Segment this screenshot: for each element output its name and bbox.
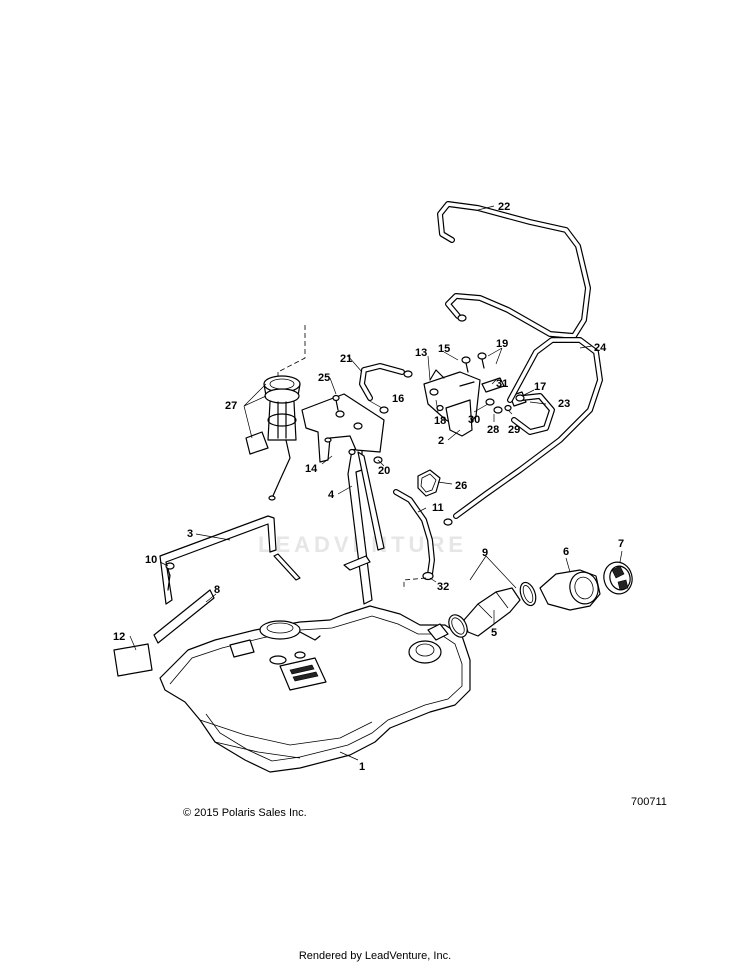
evap-canister [423,369,481,437]
callout-16: 16 [392,393,404,405]
callout-1: 1 [359,761,365,773]
callout-13: 13 [415,347,427,359]
callout-14: 14 [305,463,318,475]
callout-31: 31 [496,378,508,390]
callout-15: 15 [438,343,450,355]
callout-2: 2 [438,435,444,447]
callout-8: 8 [214,584,220,596]
bolt-19 [477,352,487,369]
callout-28: 28 [487,424,499,436]
callout-30: 30 [468,414,480,426]
callout-29: 29 [508,424,520,436]
tank-strap-right [343,447,385,605]
hose-23 [511,393,555,435]
tank-pad-12 [113,643,153,677]
hose-24 [453,337,603,519]
callout-11: 11 [432,502,444,514]
callout-3: 3 [187,528,193,540]
clamp-22 [457,314,467,322]
callout-17: 17 [534,381,546,393]
fitting-31 [481,377,505,393]
fuel-tank [159,605,471,773]
callout-26: 26 [455,480,467,492]
bolt-25 [332,394,340,411]
fuel-cap [603,561,633,595]
footer-credit: Rendered by LeadVenture, Inc. [298,950,452,962]
callout-23: 23 [558,398,570,410]
filler-neck [539,569,601,611]
callout-7: 7 [618,538,624,550]
strip-under-pump [273,553,301,581]
callout-25: 25 [318,372,330,384]
callout-5: 5 [491,627,497,639]
hose-11-route [403,577,427,590]
diagram-id: 700711 [631,796,667,808]
copyright-text: © 2015 Polaris Sales Inc. [183,807,307,819]
callout-12: 12 [113,631,125,643]
leader-lines [129,205,623,761]
callout-32: 32 [437,581,449,593]
callout-4: 4 [328,489,335,501]
clamp-17 [515,394,525,402]
nut-16 [379,406,389,414]
callout-22: 22 [498,201,510,213]
clamp-9-lower [448,614,468,638]
callout-labels: 1 2 3 4 5 6 7 8 9 10 11 12 13 14 15 16 1… [113,201,624,773]
canister-bracket [301,393,385,463]
hose-21 [359,363,405,401]
callout-24: 24 [594,342,607,354]
callout-20: 20 [378,465,390,477]
bolt-10 [165,562,175,577]
callout-21: 21 [340,353,352,365]
clamp-21 [403,370,413,378]
tank-strap-left [159,515,277,605]
callout-19: 19 [496,338,508,350]
callout-27: 27 [225,400,237,412]
callout-9: 9 [482,547,488,559]
bolt-15 [461,356,471,373]
hose-22 [437,201,591,339]
filler-hose [463,587,521,637]
callout-6: 6 [563,546,569,558]
gasket-26 [417,469,441,497]
tank-pad-8 [153,589,215,644]
clamp-9-upper [519,581,537,607]
hose-11 [393,489,435,577]
clamp-24 [443,518,453,526]
callout-10: 10 [145,554,157,566]
callout-18: 18 [434,415,446,427]
